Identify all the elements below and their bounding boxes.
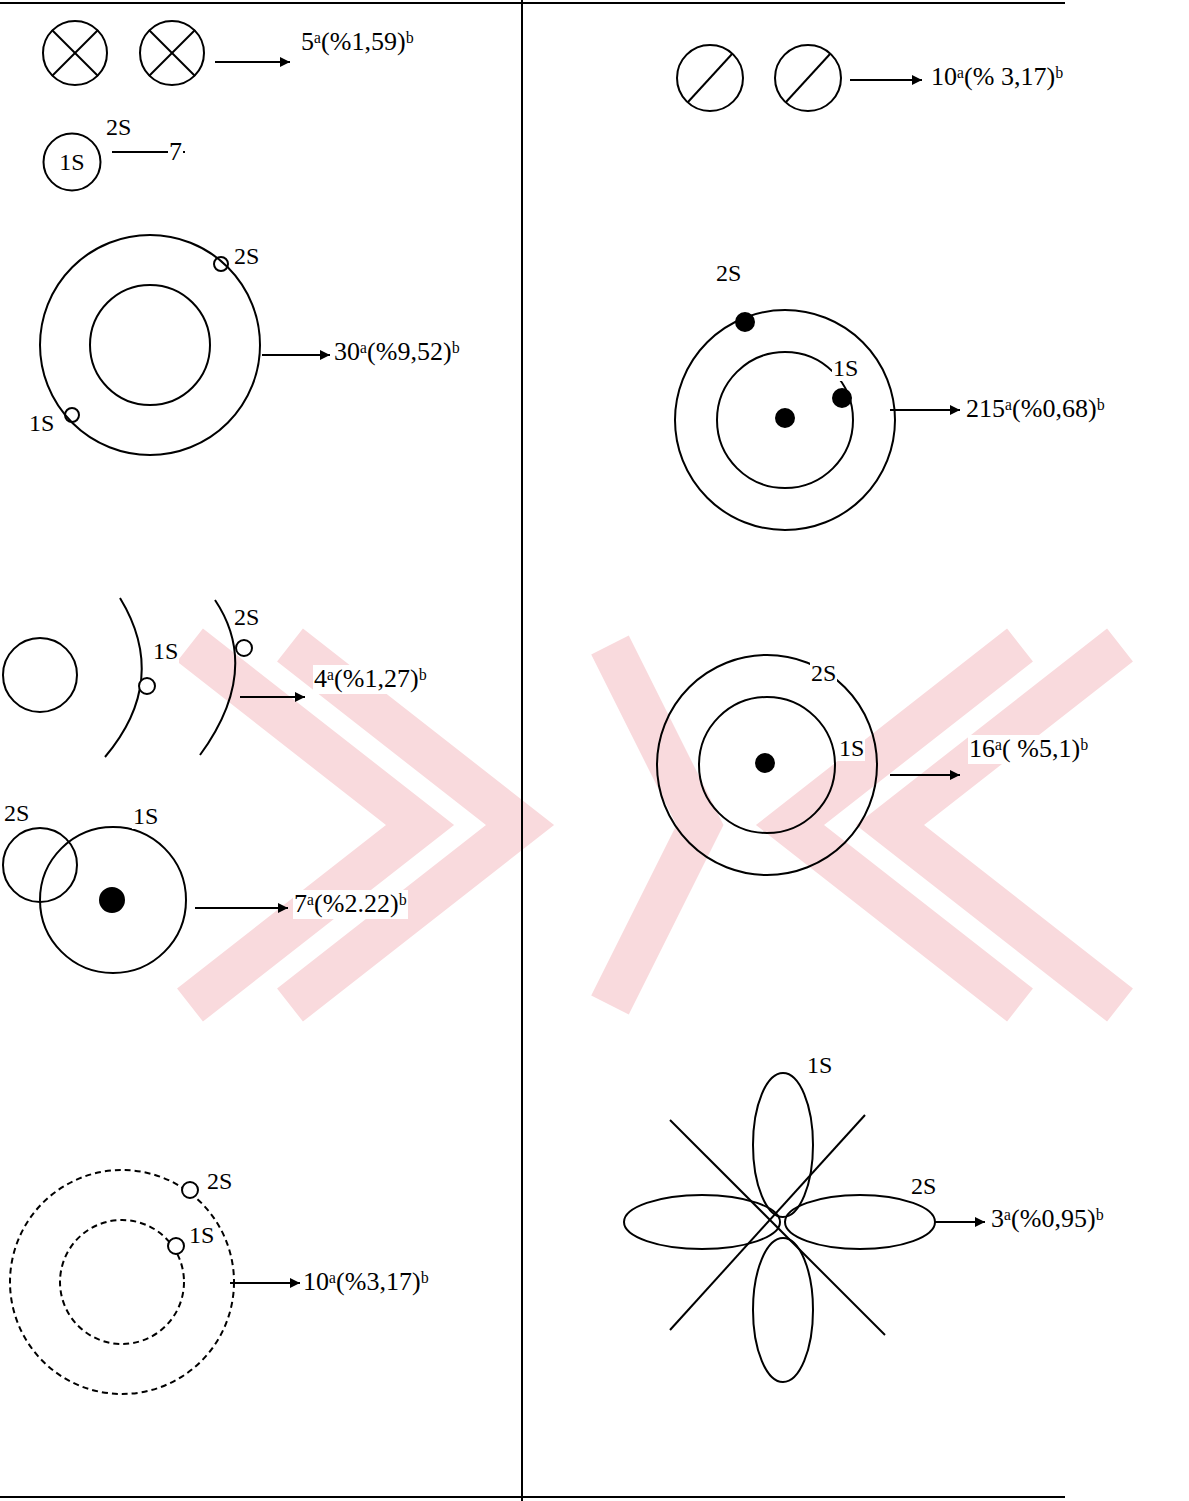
shell-label: 1S: [188, 1222, 215, 1248]
shell-label: 2S: [233, 604, 260, 630]
shell-label: 2S: [233, 243, 260, 269]
shell-label: 1S: [806, 1052, 833, 1078]
shell-label: 1S: [28, 410, 55, 436]
count-percentage: 7ᵃ(%2.22)ᵇ: [293, 890, 408, 919]
shell-label: 7: [168, 138, 183, 167]
count-percentage: 16ᵃ( %5,1)ᵇ: [968, 735, 1089, 764]
shell-label: 1S: [832, 355, 859, 381]
count-percentage: 5ᵃ(%1,59)ᵇ: [300, 28, 415, 57]
shell-label: 2S: [105, 114, 132, 140]
shell-label: 1S: [152, 638, 179, 664]
shell-label: 2S: [715, 260, 742, 286]
count-percentage: 3ᵃ(%0,95)ᵇ: [990, 1205, 1105, 1234]
shell-label: 2S: [206, 1168, 233, 1194]
count-percentage: 215ᵃ(%0,68)ᵇ: [965, 395, 1106, 424]
shell-label: 2S: [810, 660, 837, 686]
frame-line: [0, 0, 1065, 1501]
watermark: [190, 645, 1120, 1005]
shell-label: 1S: [132, 803, 159, 829]
count-percentage: 4ᵃ(%1,27)ᵇ: [313, 665, 428, 694]
shell-circle: 1S: [42, 132, 102, 192]
count-percentage: 10ᵃ(% 3,17)ᵇ: [930, 63, 1064, 92]
atom-drawing: [3, 21, 985, 1394]
count-percentage: 30ᵃ(%9,52)ᵇ: [333, 338, 461, 367]
shell-label: 2S: [3, 800, 30, 826]
count-percentage: 10ᵃ(%3,17)ᵇ: [302, 1268, 430, 1297]
shell-label: 2S: [910, 1173, 937, 1199]
shell-label: 1S: [838, 735, 865, 761]
shell-label: 1S: [59, 149, 84, 175]
